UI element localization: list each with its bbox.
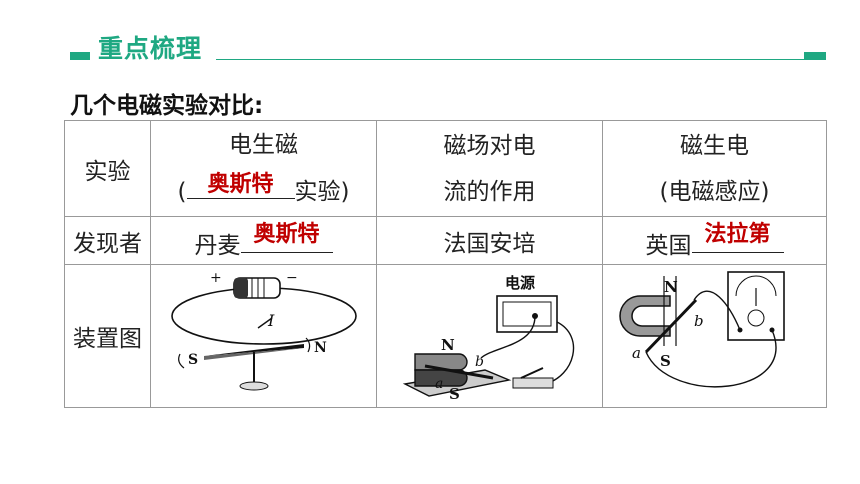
power-supply-label: 电源 [505, 274, 535, 292]
rod-a-label: a [632, 344, 641, 362]
row-label-experiment: 实验 [64, 120, 151, 217]
cell-text: 电生磁 [229, 132, 298, 158]
answer-text: 奥斯特 [207, 172, 274, 197]
cell-oersted-diagram: + − I S N [150, 264, 377, 408]
country-text: 丹麦 [194, 232, 241, 259]
header-left-marker [70, 52, 90, 60]
ampere-apparatus-illustration: 电源 N S a b [402, 274, 574, 403]
answer-text: 奥斯特 [253, 221, 320, 247]
horseshoe-magnet-icon [618, 294, 671, 337]
close-text: 实验) [294, 179, 350, 205]
experiment-comparison-table: 实验 电生磁 (奥斯特实验) 磁场对电 流的作用 磁生电 (电磁感应) 发现者 … [64, 120, 827, 408]
table-row-diagram: 装置图 + − I S N [64, 264, 827, 408]
magnet-s-label: S [660, 352, 671, 370]
open-paren: ( [177, 179, 187, 205]
section-header: 重点梳理 [70, 34, 826, 64]
compass-needle-icon [203, 343, 304, 356]
cell-text: 流的作用 [443, 178, 536, 205]
header-divider [216, 59, 804, 60]
rod-a-label: a [435, 376, 443, 392]
cell-text: (电磁感应) [659, 178, 770, 205]
cell-faraday-discoverer: 英国法拉第 [602, 216, 827, 265]
magnet-n-label: N [664, 278, 678, 296]
current-label: I [267, 311, 275, 330]
answer-blank: 奥斯特 [240, 222, 333, 253]
magnet-s-label: S [449, 385, 460, 401]
cell-oersted-discoverer: 丹麦奥斯特 [150, 216, 377, 265]
oersted-apparatus-illustration: + − I S N [170, 270, 357, 390]
cell-ampere-diagram: 电源 N S a b [376, 264, 603, 408]
cell-text: 磁生电 [680, 132, 749, 159]
plus-label: + [210, 270, 222, 286]
row-label-diagram: 装置图 [64, 264, 151, 408]
answer-blank: 奥斯特 [186, 168, 295, 199]
row-label-discoverer: 发现者 [64, 216, 151, 265]
compass-s-label: S [188, 352, 198, 368]
cell-faraday-experiment: 磁生电 (电磁感应) [602, 120, 827, 217]
switch-icon [512, 377, 553, 388]
rod-b-label: b [694, 312, 704, 330]
current-arrow-icon [257, 316, 272, 329]
answer-text: 法拉第 [704, 221, 771, 247]
magnet-n-label: N [441, 336, 455, 354]
section-title: 重点梳理 [98, 34, 203, 63]
cell-faraday-diagram: N S a b [602, 264, 827, 408]
cell-oersted-experiment: 电生磁 ( 奥斯特实验) [150, 120, 377, 217]
compass-n-label: N [314, 340, 327, 356]
country-text: 英国 [645, 232, 692, 259]
cell-fill-line: ( 奥斯特实验) [151, 168, 376, 215]
table-row-experiment: 实验 电生磁 ( 奥斯特实验) 磁场对电 流的作用 磁生电 (电磁感应) [64, 120, 827, 217]
table-row-discoverer: 发现者 丹麦奥斯特 法国安培 英国法拉第 [64, 216, 827, 265]
minus-label: − [286, 270, 298, 286]
cell-text: 磁场对电 [443, 132, 536, 159]
header-right-marker [804, 52, 826, 60]
faraday-apparatus-illustration: N S a b [618, 270, 785, 387]
cell-ampere-experiment: 磁场对电 流的作用 [376, 120, 603, 217]
rod-b-label: b [475, 354, 484, 370]
intro-heading: 几个电磁实验对比: [70, 93, 264, 119]
cell-ampere-discoverer: 法国安培 [376, 216, 603, 265]
answer-blank: 法拉第 [691, 222, 784, 253]
